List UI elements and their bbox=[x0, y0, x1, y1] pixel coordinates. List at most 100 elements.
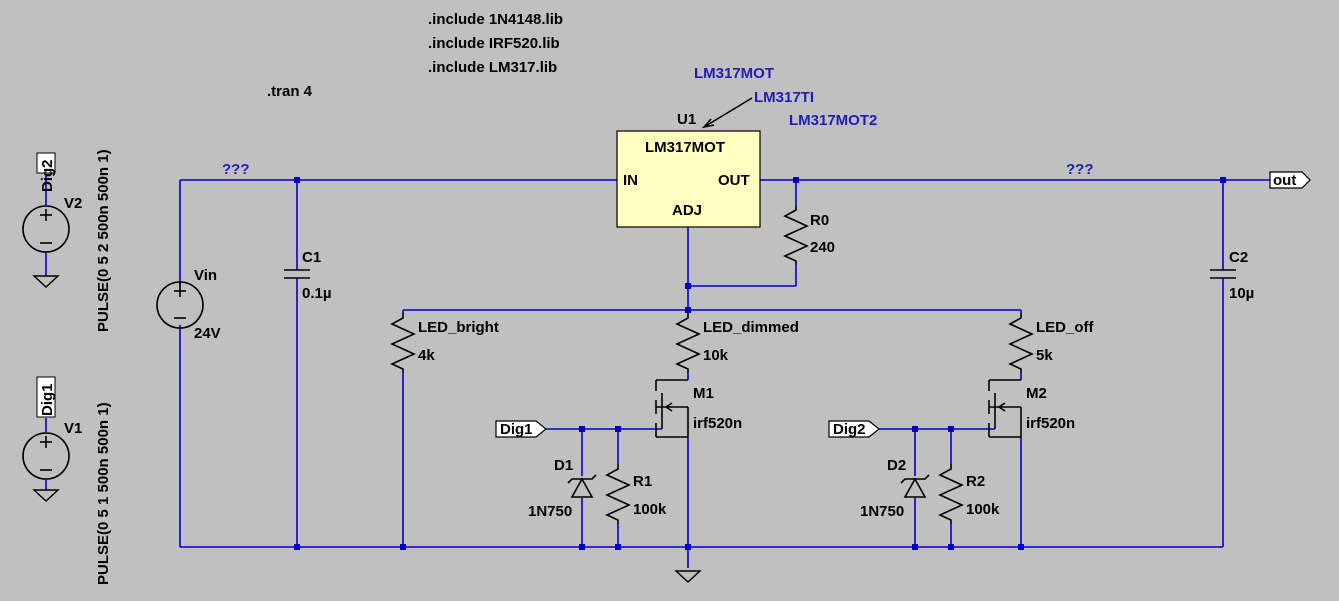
resistor-r2[interactable] bbox=[938, 464, 964, 524]
model-option-lm317mot[interactable]: LM317MOT bbox=[694, 65, 774, 82]
resistor-led-bright[interactable] bbox=[390, 313, 416, 373]
regulator-ref: U1 bbox=[677, 111, 696, 128]
regulator-u1[interactable]: LM317MOT IN OUT ADJ U1 bbox=[616, 111, 761, 228]
model-option-lm317ti[interactable]: LM317TI bbox=[754, 89, 814, 106]
led-dimmed-ref[interactable]: LED_dimmed bbox=[703, 319, 799, 336]
d2-triangle bbox=[903, 477, 927, 498]
regulator-body[interactable] bbox=[616, 130, 761, 228]
port-dig2-gate[interactable]: Dig2 bbox=[828, 420, 880, 438]
c2-ref[interactable]: C2 bbox=[1229, 249, 1248, 266]
v1-ref[interactable]: V1 bbox=[64, 420, 82, 437]
d1-cathode-bar bbox=[567, 474, 597, 484]
regulator-pin-adj: ADJ bbox=[672, 202, 702, 219]
junction bbox=[948, 426, 954, 432]
led-bright-symbol bbox=[390, 313, 416, 373]
wires bbox=[45, 174, 1270, 568]
led-dimmed-value[interactable]: 10k bbox=[703, 347, 729, 364]
v2-ref[interactable]: V2 bbox=[64, 195, 82, 212]
arrow-head bbox=[701, 118, 715, 129]
mosfet-m1[interactable] bbox=[655, 379, 689, 438]
r2-symbol bbox=[938, 464, 964, 524]
junction bbox=[294, 177, 300, 183]
led-bright-value[interactable]: 4k bbox=[418, 347, 435, 364]
port-dig2-shape bbox=[828, 420, 880, 438]
tran-directive[interactable]: .tran 4 bbox=[267, 83, 313, 100]
junction bbox=[615, 544, 621, 550]
voltage-source-v1[interactable]: Dig1 bbox=[22, 376, 70, 502]
net-label-output[interactable]: ??? bbox=[1066, 161, 1094, 178]
model-pointer-arrow bbox=[701, 97, 753, 129]
net-label-input[interactable]: ??? bbox=[222, 161, 250, 178]
v1-net-flag-label: Dig1 bbox=[39, 383, 56, 416]
junction bbox=[685, 307, 691, 313]
d1-triangle bbox=[570, 477, 594, 498]
junction bbox=[615, 426, 621, 432]
c2-value[interactable]: 10µ bbox=[1229, 285, 1254, 302]
port-dig1-gate[interactable]: Dig1 bbox=[495, 420, 547, 438]
v1-ground bbox=[32, 489, 60, 502]
led-bright-ref[interactable]: LED_bright bbox=[418, 319, 499, 336]
v1-value[interactable]: PULSE(0 5 1 500n 500n 1) bbox=[95, 402, 112, 585]
r1-value[interactable]: 100k bbox=[633, 501, 667, 518]
r1-ref[interactable]: R1 bbox=[633, 473, 652, 490]
v2-value[interactable]: PULSE(0 5 2 500n 500n 1) bbox=[95, 149, 112, 332]
vin-source[interactable] bbox=[156, 281, 204, 329]
include-directive-1n4148[interactable]: .include 1N4148.lib bbox=[428, 11, 563, 28]
v2-net-flag bbox=[36, 152, 56, 174]
m2-ref[interactable]: M2 bbox=[1026, 385, 1047, 402]
port-dig2-label: Dig2 bbox=[833, 421, 866, 438]
junction bbox=[948, 544, 954, 550]
led-off-ref[interactable]: LED_off bbox=[1036, 319, 1095, 336]
include-directive-irf520[interactable]: .include IRF520.lib bbox=[428, 35, 560, 52]
m1-arrow bbox=[664, 402, 673, 412]
junction bbox=[912, 426, 918, 432]
capacitor-c1[interactable] bbox=[284, 269, 310, 279]
junction bbox=[294, 544, 300, 550]
r2-ref[interactable]: R2 bbox=[966, 473, 985, 490]
include-directive-lm317[interactable]: .include LM317.lib bbox=[428, 59, 557, 76]
d1-ref[interactable]: D1 bbox=[554, 457, 573, 474]
arrow-line bbox=[703, 97, 753, 128]
c1-ref[interactable]: C1 bbox=[302, 249, 321, 266]
ground-symbol-main[interactable] bbox=[674, 570, 702, 583]
zener-diode-d2[interactable] bbox=[900, 474, 930, 498]
r0-value[interactable]: 240 bbox=[810, 239, 835, 256]
c1-value[interactable]: 0.1µ bbox=[302, 285, 332, 302]
port-out-shape bbox=[1269, 171, 1311, 189]
r2-value[interactable]: 100k bbox=[966, 501, 1000, 518]
port-out[interactable]: out bbox=[1269, 171, 1311, 189]
zener-diode-d1[interactable] bbox=[567, 474, 597, 498]
m2-arrow bbox=[997, 402, 1006, 412]
resistor-led-dimmed[interactable] bbox=[675, 313, 701, 373]
d2-value[interactable]: 1N750 bbox=[860, 503, 904, 520]
voltage-source-v2[interactable]: Dig2 bbox=[22, 152, 70, 288]
m1-value[interactable]: irf520n bbox=[693, 415, 742, 432]
v2-net-flag-label: Dig2 bbox=[39, 159, 56, 192]
led-off-symbol bbox=[1008, 313, 1034, 373]
junctions bbox=[294, 177, 1226, 550]
port-out-label: out bbox=[1273, 172, 1296, 189]
resistor-r1[interactable] bbox=[605, 464, 631, 524]
capacitor-c2[interactable] bbox=[1210, 269, 1236, 279]
mosfet-m2[interactable] bbox=[988, 379, 1022, 438]
junction bbox=[793, 177, 799, 183]
port-dig1-shape bbox=[495, 420, 547, 438]
d2-ref[interactable]: D2 bbox=[887, 457, 906, 474]
vin-value[interactable]: 24V bbox=[194, 325, 221, 342]
regulator-pin-out: OUT bbox=[718, 172, 750, 189]
r0-symbol bbox=[783, 205, 809, 265]
ground-main-triangle bbox=[674, 570, 702, 583]
m2-value[interactable]: irf520n bbox=[1026, 415, 1075, 432]
regulator-model-label: LM317MOT bbox=[645, 139, 725, 156]
junction bbox=[579, 544, 585, 550]
junction bbox=[685, 283, 691, 289]
r0-ref[interactable]: R0 bbox=[810, 212, 829, 229]
model-option-lm317mot2[interactable]: LM317MOT2 bbox=[789, 112, 877, 129]
led-off-value[interactable]: 5k bbox=[1036, 347, 1053, 364]
m1-ref[interactable]: M1 bbox=[693, 385, 714, 402]
resistor-led-off[interactable] bbox=[1008, 313, 1034, 373]
vin-ref[interactable]: Vin bbox=[194, 267, 217, 284]
resistor-r0[interactable] bbox=[783, 205, 809, 265]
d1-value[interactable]: 1N750 bbox=[528, 503, 572, 520]
